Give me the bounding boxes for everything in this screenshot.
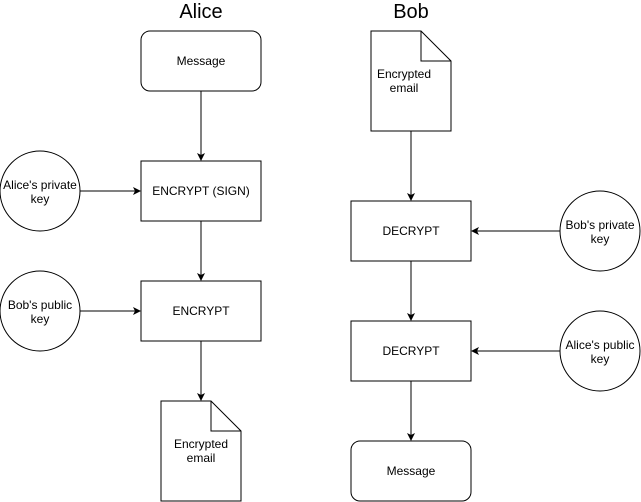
alice-encrypted-email-label-line1: Encrypted: [174, 437, 228, 451]
bob-message-node: Message: [350, 440, 472, 502]
bob-public-key-label-line2: key: [31, 312, 50, 326]
bob-decrypt-node-1: DECRYPT: [350, 200, 472, 262]
bob-decrypt-label-2: DECRYPT: [382, 344, 440, 358]
bob-encrypted-email-label-line2: email: [390, 81, 419, 95]
bob-decrypt-label-1: DECRYPT: [382, 224, 440, 238]
alice-column-title: Alice: [179, 1, 222, 23]
alice-message-label: Message: [177, 54, 226, 68]
alice-encrypt-node: ENCRYPT: [140, 280, 262, 342]
alice-encrypt-label: ENCRYPT: [172, 304, 230, 318]
bob-private-key-label-line2: key: [591, 232, 610, 246]
alice-public-key-label-line2: key: [591, 352, 610, 366]
bob-public-key-node: Bob's public key: [0, 270, 81, 352]
bob-encrypted-email-doc: Encrypted email: [370, 30, 452, 132]
alice-private-key-label-line1: Alice's private: [3, 178, 77, 192]
bob-decrypt-node-2: DECRYPT: [350, 320, 472, 382]
alice-private-key-label-line2: key: [31, 192, 50, 206]
alice-message-node: Message: [140, 30, 262, 92]
alice-encrypted-email-doc: Encrypted email: [160, 400, 242, 502]
bob-private-key-label-line1: Bob's private: [566, 218, 635, 232]
bob-private-key-node: Bob's private key: [559, 190, 641, 272]
alice-encrypted-email-label-line2: email: [187, 451, 216, 465]
bob-message-label: Message: [387, 464, 436, 478]
alice-sign-node: ENCRYPT (SIGN): [140, 160, 262, 222]
bob-public-key-label-line1: Bob's public: [8, 298, 72, 312]
alice-public-key-node: Alice's public key: [559, 310, 641, 392]
bob-encrypted-email-label-line1: Encrypted: [377, 67, 431, 81]
alice-private-key-node: Alice's private key: [0, 150, 81, 232]
alice-sign-label: ENCRYPT (SIGN): [152, 184, 250, 198]
bob-column-title: Bob: [393, 1, 429, 23]
alice-public-key-label-line1: Alice's public: [566, 338, 635, 352]
